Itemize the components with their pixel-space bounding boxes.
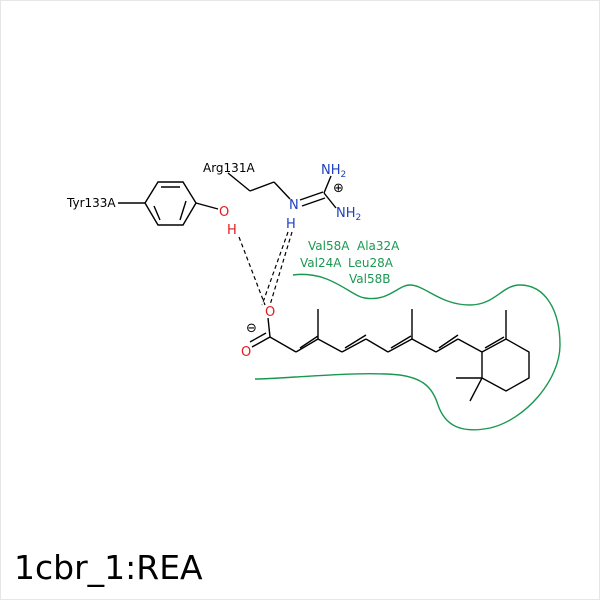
- hydrogen-bonds: [238, 231, 293, 306]
- arg131a-label: Arg131A: [203, 161, 255, 175]
- tyr133a-label: Tyr133A: [66, 196, 116, 210]
- carbonyl-oxygen-atom: O: [241, 345, 251, 360]
- positive-charge-icon: ⊕: [333, 181, 344, 196]
- negative-charge-icon: ⊖: [246, 321, 257, 336]
- hydrophobic-residue-label: Val58A: [308, 239, 350, 253]
- carboxyl-oxygen-atom: O: [265, 305, 275, 320]
- retinoic-acid: [249, 309, 530, 402]
- hydrophobic-residue-label: Val58B: [349, 272, 390, 286]
- arg-amine-top: NH2: [321, 163, 346, 180]
- tyr-hydrogen-atom: H: [227, 223, 237, 238]
- arg-hydrogen-atom: H: [286, 217, 296, 232]
- hydrophobic-arc: [254, 273, 561, 431]
- ligand-caption: 1cbr_1:REA: [14, 548, 203, 587]
- arg-chain: [227, 172, 337, 209]
- tyr-phenol: [118, 181, 219, 226]
- arg-amine-bottom: NH2: [336, 206, 361, 223]
- hydrophobic-residue-label: Ala32A: [357, 239, 400, 253]
- arg-nitrogen-atom: N: [289, 198, 299, 213]
- hydrophobic-residue-label: Val24A: [300, 256, 342, 270]
- hydrophobic-residue-label: Leu28A: [348, 256, 394, 270]
- tyr-oxygen-atom: O: [219, 205, 229, 220]
